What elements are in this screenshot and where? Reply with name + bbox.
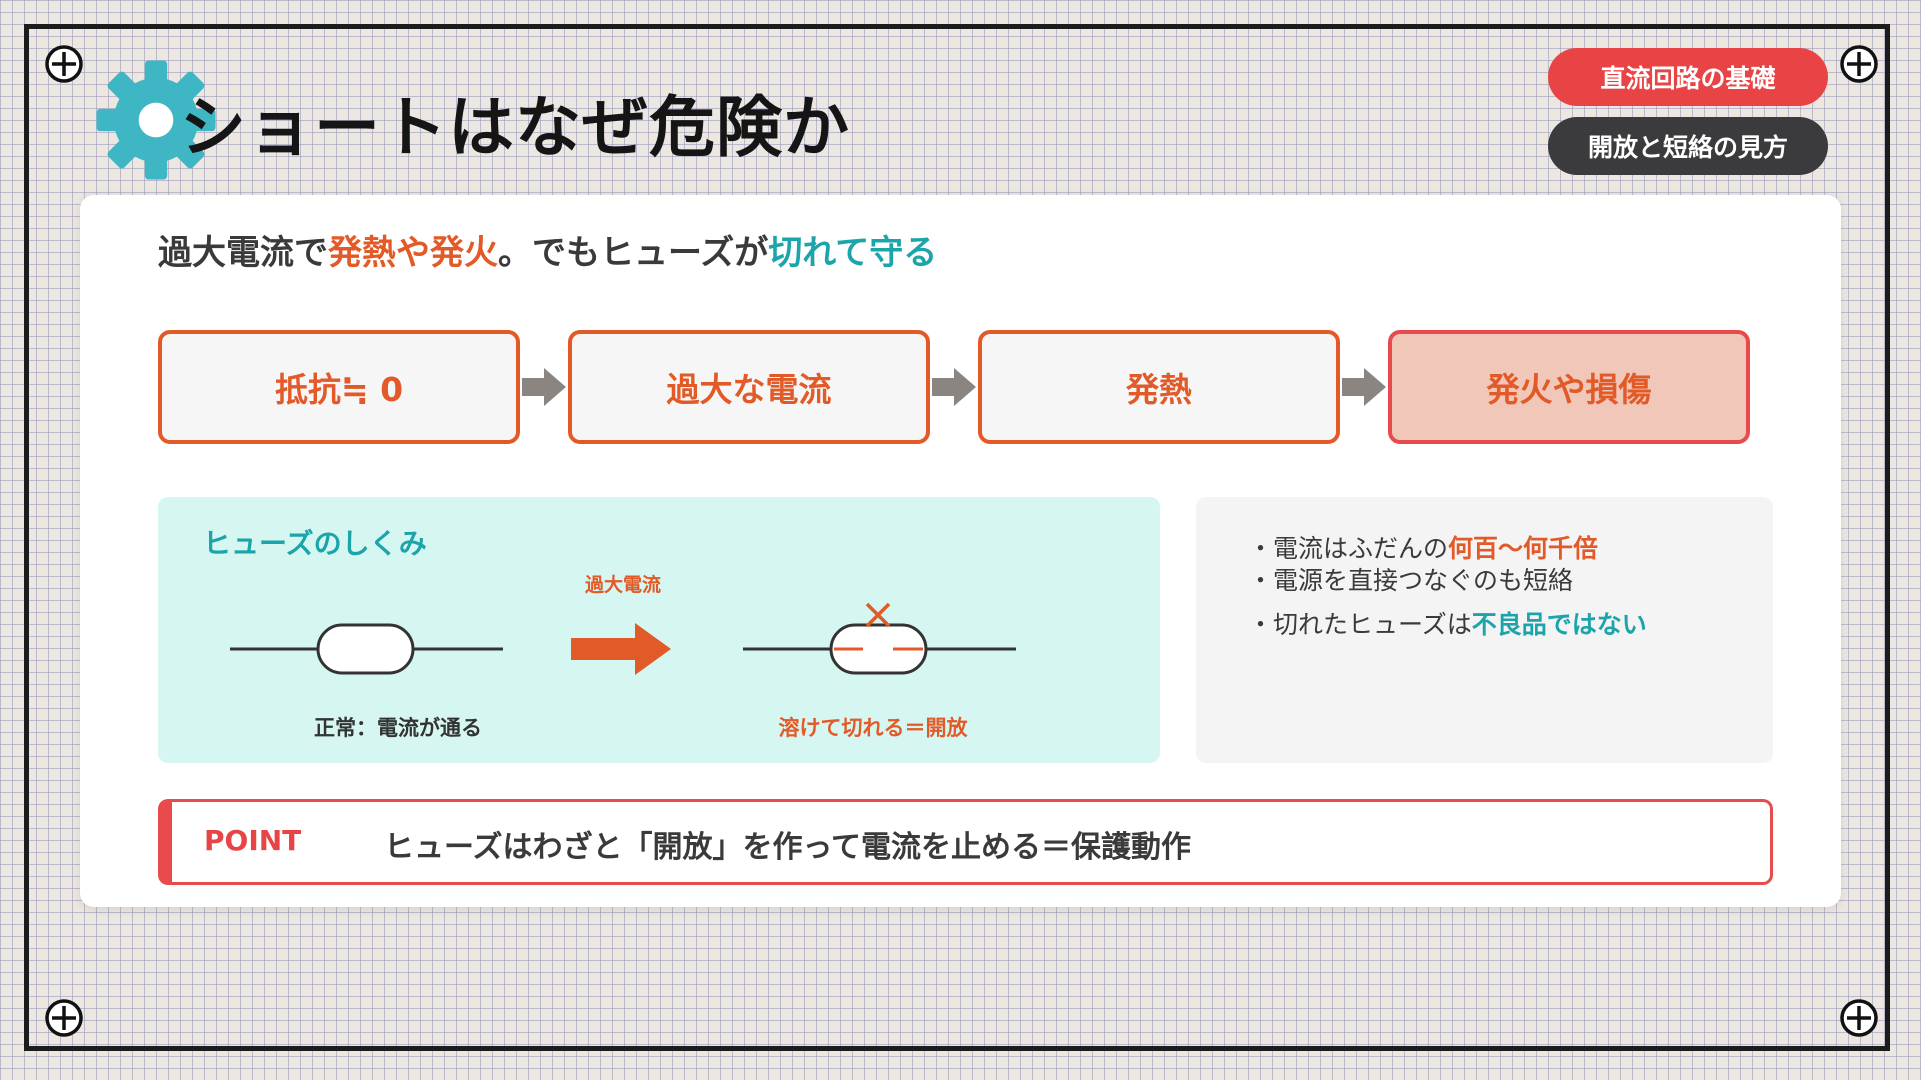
note-text: ・切れたヒューズは — [1248, 610, 1472, 639]
note-text: ・電流はふだんの — [1248, 534, 1449, 563]
lead-part: 過大電流で — [158, 233, 328, 273]
flow-step-resistance-zero: 抵抗≒ 0 — [158, 330, 520, 444]
slide-frame — [24, 24, 1890, 1051]
arrow-right-icon — [571, 623, 671, 675]
lead-sentence: 過大電流で発熱や発火。でもヒューズが切れて守る — [158, 225, 937, 274]
crosshair-icon — [45, 999, 83, 1037]
fuse-normal — [316, 623, 415, 675]
flow-step-fire-damage: 発火や損傷 — [1388, 330, 1750, 444]
note-item: ・電流はふだんの何百〜何千倍 — [1248, 529, 1598, 565]
flow-step-excess-current: 過大な電流 — [568, 330, 930, 444]
page-title: ショートはなぜ危険か — [180, 89, 850, 166]
point-callout: POINT ヒューズはわざと「開放」を作って電流を止める＝保護動作 — [158, 799, 1773, 885]
crosshair-icon — [1840, 45, 1878, 83]
caption-melted-open: 溶けて切れる＝開放 — [778, 716, 968, 740]
lead-highlight-heat: 発熱や発火 — [328, 233, 498, 273]
fuse-mechanism-panel: ヒューズのしくみ 過大電流 正常：電流が通る 溶けて切れる＝開放 — [158, 497, 1160, 763]
arrow-right-icon — [522, 368, 566, 406]
tag-open-short-view[interactable]: 開放と短絡の見方 — [1548, 117, 1828, 175]
lead-highlight-protect: 切れて守る — [768, 233, 938, 273]
lead-part: 。でもヒューズが — [498, 233, 769, 273]
note-item: ・電源を直接つなぐのも短絡 — [1248, 561, 1573, 597]
gear-icon — [96, 60, 216, 180]
note-highlight: 何百〜何千倍 — [1448, 534, 1599, 563]
point-label: POINT — [204, 824, 302, 857]
flow-step-heat: 発熱 — [978, 330, 1340, 444]
caption-normal: 正常：電流が通る — [314, 716, 482, 740]
notes-panel: ・電流はふだんの何百〜何千倍 ・電源を直接つなぐのも短絡 ・切れたヒューズは不良… — [1196, 497, 1773, 763]
note-text: ・電源を直接つなぐのも短絡 — [1248, 566, 1574, 595]
arrow-right-icon — [932, 368, 976, 406]
fuse-melted — [829, 623, 928, 675]
fuse-title: ヒューズのしくみ — [203, 527, 427, 560]
fuse-diagram — [230, 602, 1016, 675]
note-item: ・切れたヒューズは不良品ではない — [1248, 605, 1647, 641]
crosshair-icon — [45, 45, 83, 83]
tag-dc-circuit-basics[interactable]: 直流回路の基礎 — [1548, 48, 1828, 106]
point-text: ヒューズはわざと「開放」を作って電流を止める＝保護動作 — [384, 830, 1191, 865]
content-card: 過大電流で発熱や発火。でもヒューズが切れて守る 抵抗≒ 0 過大な電流 発熱 発… — [80, 195, 1841, 907]
arrow-right-icon — [1342, 368, 1386, 406]
cross-mark-icon — [865, 602, 891, 628]
arrow-label-excess-current: 過大電流 — [584, 574, 661, 596]
crosshair-icon — [1840, 999, 1878, 1037]
note-highlight: 不良品ではない — [1471, 610, 1647, 639]
